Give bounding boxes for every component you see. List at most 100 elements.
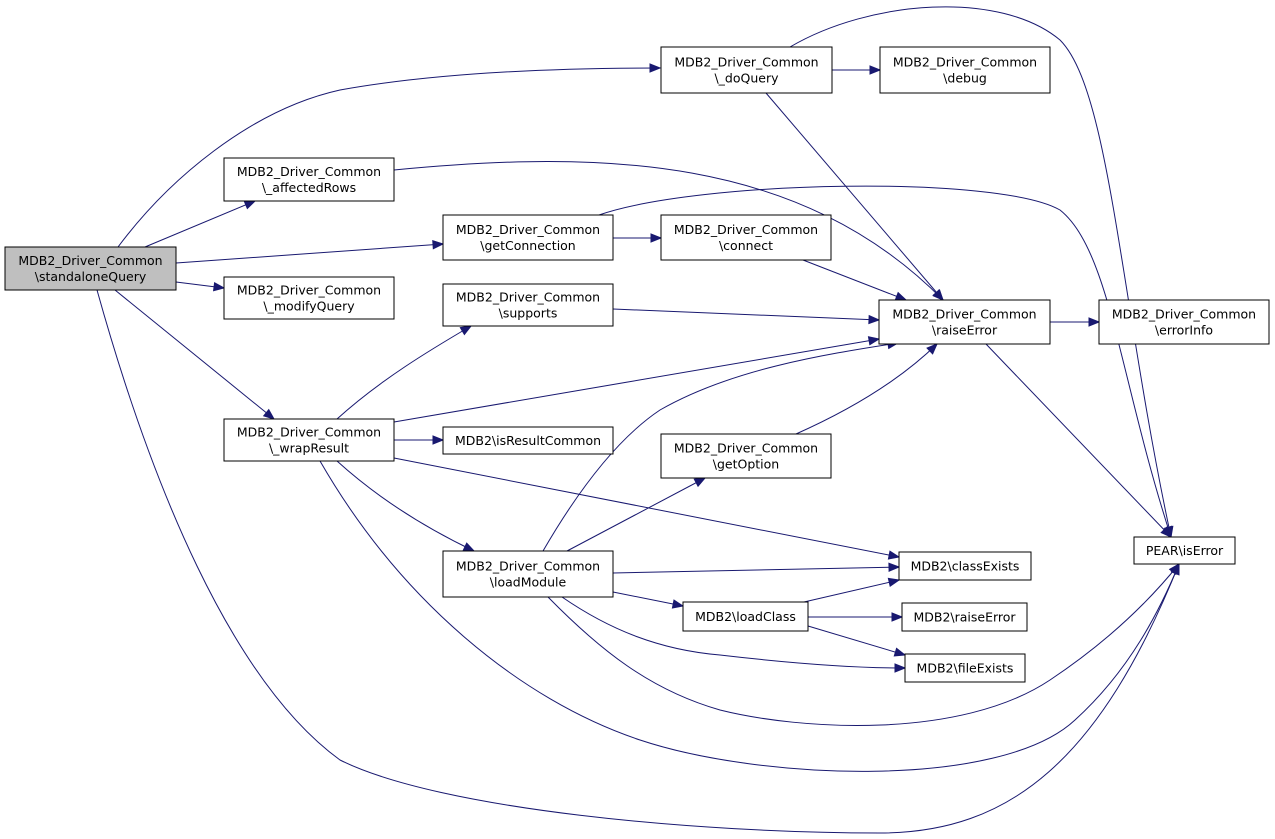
node-label-line: MDB2_Driver_Common [237,164,381,179]
node-label-line: MDB2_Driver_Common [674,441,818,456]
edge-supports-to-raiseError [612,308,881,325]
node-raiseError[interactable]: MDB2_Driver_Common\raiseError [878,299,1051,345]
node-getOption[interactable]: MDB2_Driver_Common\getOption [660,433,832,479]
node-label-line: MDB2_Driver_Common [892,307,1036,322]
node-label-line: \raiseError [932,323,998,338]
edge-line [807,625,906,656]
node-modifyQuery[interactable]: MDB2_Driver_Common\_modifyQuery [223,276,395,320]
edge-loadClass-to-fileExists [807,625,907,657]
edge-arrowhead [926,343,938,355]
edge-line [117,67,661,248]
node-connect[interactable]: MDB2_Driver_Common\connect [660,214,832,261]
edge-wrapResult-to-supports [336,325,473,420]
edge-line [96,289,1180,834]
edge-raiseError-to-errorInfo [1050,317,1101,327]
edge-arrowhead [1168,562,1180,576]
node-label-line: MDB2\isResultCommon [455,433,601,448]
edge-standaloneQuery-to-getConnection [175,240,445,264]
nodes: MDB2_Driver_Common\standaloneQueryMDB2_D… [4,46,1270,683]
edge-arrowhead [887,550,901,560]
node-label-line: \getOption [713,457,779,472]
edge-standaloneQuery-to-modifyQuery [175,281,226,292]
node-isError[interactable]: PEAR\isError [1133,536,1236,565]
node-wrapResult[interactable]: MDB2_Driver_Common\_wrapResult [223,418,395,462]
edge-standaloneQuery-to-wrapResult [114,289,276,420]
node-doQuery[interactable]: MDB2_Driver_Common\_doQuery [660,46,833,94]
node-getConnection[interactable]: MDB2_Driver_Common\getConnection [442,214,614,261]
edge-line [612,591,684,607]
node-label-line: \_doQuery [714,71,779,86]
edge-line [319,460,1180,772]
node-box [660,433,832,479]
node-label-line: MDB2_Driver_Common [237,425,381,440]
node-label-line: MDB2_Driver_Common [893,55,1037,70]
node-label-line: MDB2\raiseError [913,610,1016,625]
edges [96,6,1180,834]
node-box [682,601,809,632]
edge-arrowhead [1088,317,1101,327]
edge-loadModule-to-fileExists [561,596,907,673]
node-fileExists[interactable]: MDB2\fileExists [904,653,1026,683]
node-isResultCommon[interactable]: MDB2\isResultCommon [442,426,614,455]
edge-arrowhead [894,663,907,673]
node-supports[interactable]: MDB2_Driver_Common\supports [442,283,614,327]
edge-arrowhead [893,647,907,657]
edge-loadModule-to-getOption [566,477,707,552]
edge-doQuery-to-raiseError [765,92,944,302]
node-label-line: \_modifyQuery [263,299,355,314]
node-standaloneQuery[interactable]: MDB2_Driver_Common\standaloneQuery [4,246,177,291]
edge-loadModule-to-loadClass [612,591,685,609]
node-label-line: \errorInfo [1155,323,1213,338]
edge-line [789,6,1172,538]
edge-doQuery-to-debug [832,65,882,75]
edge-raiseError-to-isError [985,343,1172,538]
edge-line [566,477,706,552]
node-label-line: MDB2\classExists [911,559,1020,574]
edge-arrowhead [868,314,881,325]
edge-line [393,338,880,423]
edge-arrowhead [671,599,685,609]
node-errorInfo[interactable]: MDB2_Driver_Common\errorInfo [1098,299,1270,345]
edge-arrowhead [887,577,901,587]
edge-arrowhead [432,240,445,250]
node-affectedRows[interactable]: MDB2_Driver_Common\_affectedRows [223,157,395,202]
node-box [878,299,1051,345]
edge-loadModule-to-classExists [612,562,901,574]
edge-line [765,92,944,301]
node-mdb2RaiseError[interactable]: MDB2\raiseError [901,602,1028,632]
node-label-line: \connect [719,238,773,253]
node-loadModule[interactable]: MDB2_Driver_Common\loadModule [442,550,614,598]
edge-line [114,289,275,420]
node-box [4,246,177,291]
node-label-line: \supports [499,306,558,321]
edge-line [144,200,256,248]
node-box [442,550,614,598]
edge-wrapResult-to-classExists [393,457,901,560]
node-box [1098,299,1270,345]
edge-connect-to-raiseError [802,259,908,301]
edge-arrowhead [459,325,473,336]
edge-line [336,325,472,420]
node-box [223,276,395,320]
node-loadClass[interactable]: MDB2\loadClass [682,601,809,632]
node-label-line: \_affectedRows [262,180,356,195]
edge-line [803,579,900,603]
edge-line [795,343,938,435]
edge-arrowhead [693,477,707,488]
node-label-line: MDB2\loadClass [695,609,796,624]
node-debug[interactable]: MDB2_Driver_Common\debug [879,46,1051,94]
node-label-line: \loadModule [490,575,567,590]
edge-arrowhead [932,289,944,301]
node-label-line: \_wrapResult [269,441,349,456]
edge-line [598,185,1172,538]
edge-standaloneQuery-to-affectedRows [144,200,257,248]
node-classExists[interactable]: MDB2\classExists [898,551,1032,581]
node-label-line: \standaloneQuery [35,269,147,284]
edge-loadClass-to-classExists [803,577,901,603]
edge-wrapResult-to-isResultCommon [394,435,445,445]
edge-arrowhead [462,542,476,552]
edge-arrowhead [432,435,445,445]
node-label-line: MDB2_Driver_Common [456,559,600,574]
edge-arrowhead [243,200,257,210]
edge-arrowhead [894,291,908,301]
